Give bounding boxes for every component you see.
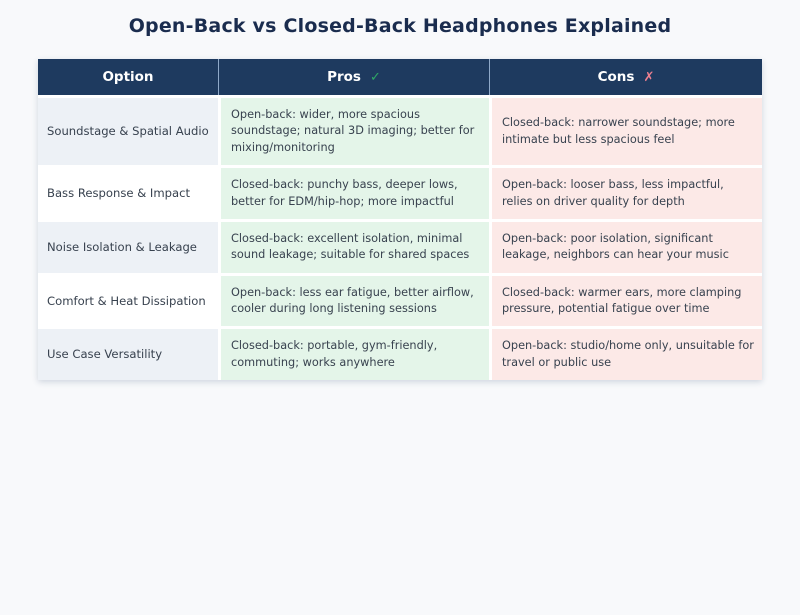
table-row: Soundstage & Spatial Audio Open-back: wi… (38, 98, 762, 166)
table-row: Use Case Versatility Closed-back: portab… (38, 329, 762, 381)
header-pros: Pros ✓ (218, 59, 489, 95)
page-title: Open-Back vs Closed-Back Headphones Expl… (128, 15, 672, 37)
option-cell: Use Case Versatility (38, 329, 218, 381)
cons-cell: Open-back: poor isolation, significant l… (492, 221, 762, 273)
header-cons-label: Cons (597, 69, 635, 85)
cons-cell: Closed-back: narrower soundstage; more i… (492, 98, 762, 166)
cons-text: Open-back: studio/home only, unsuitable … (502, 339, 754, 369)
pros-text: Open-back: wider, more spacious soundsta… (231, 108, 475, 154)
cons-text: Closed-back: narrower soundstage; more i… (502, 116, 735, 146)
pros-text: Closed-back: punchy bass, deeper lows, b… (231, 178, 458, 208)
pros-text: Closed-back: portable, gym-friendly, com… (231, 339, 438, 369)
pros-text: Closed-back: excellent isolation, minima… (231, 231, 470, 262)
header-cons: Cons ✗ (489, 59, 762, 95)
table-header-row: Option Pros ✓ Cons ✗ (38, 59, 762, 95)
pros-cell: Closed-back: punchy bass, deeper lows, b… (221, 168, 489, 219)
option-cell: Soundstage & Spatial Audio (38, 98, 218, 166)
cons-text: Open-back: poor isolation, significant l… (502, 231, 729, 262)
cons-text: Open-back: looser bass, less impactful, … (502, 178, 724, 208)
cons-cell: Closed-back: warmer ears, more clamping … (492, 275, 762, 327)
header-option-label: Option (102, 69, 154, 85)
option-cell: Comfort & Heat Dissipation (38, 275, 218, 327)
table-row: Noise Isolation & Leakage Closed-back: e… (38, 221, 762, 273)
cons-cell: Open-back: looser bass, less impactful, … (492, 168, 762, 219)
check-icon: ✓ (369, 69, 381, 85)
pros-cell: Open-back: wider, more spacious soundsta… (221, 98, 489, 166)
table-body: Soundstage & Spatial Audio Open-back: wi… (38, 98, 762, 381)
pros-text: Open-back: less ear fatigue, better airf… (231, 285, 474, 315)
comparison-table: Option Pros ✓ Cons ✗ Soundstage & Spatia… (38, 59, 762, 381)
table-row: Comfort & Heat Dissipation Open-back: le… (38, 275, 762, 327)
header-option: Option (38, 59, 218, 95)
header-pros-label: Pros (327, 69, 361, 85)
table-row: Bass Response & Impact Closed-back: punc… (38, 168, 762, 219)
option-cell: Bass Response & Impact (38, 168, 218, 219)
x-icon: ✗ (643, 69, 655, 85)
cons-text: Closed-back: warmer ears, more clamping … (502, 285, 742, 315)
option-cell: Noise Isolation & Leakage (38, 221, 218, 273)
pros-cell: Closed-back: excellent isolation, minima… (221, 221, 489, 273)
pros-cell: Open-back: less ear fatigue, better airf… (221, 275, 489, 327)
pros-cell: Closed-back: portable, gym-friendly, com… (221, 329, 489, 381)
cons-cell: Open-back: studio/home only, unsuitable … (492, 329, 762, 381)
